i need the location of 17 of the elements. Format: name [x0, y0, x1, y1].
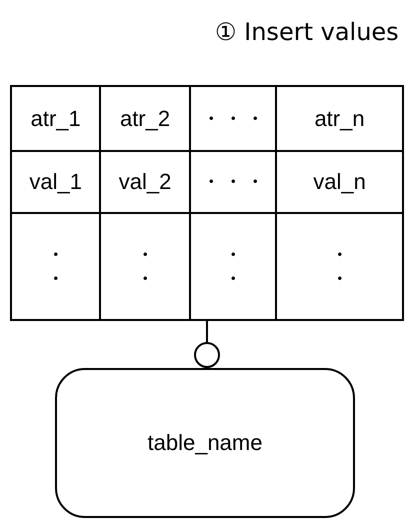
attribute-value: val_2: [118, 169, 172, 194]
node-label: table_name: [148, 430, 262, 456]
title: ① Insert values: [215, 18, 399, 46]
ellipsis-dots: ・・: [44, 242, 67, 292]
attribute-name: ・・・: [200, 106, 266, 130]
data-table: [10, 85, 404, 321]
rounded-box: [55, 368, 355, 518]
attribute-name: atr_n: [314, 106, 365, 130]
attribute-name: atr_1: [30, 106, 81, 130]
ellipsis-dots: ・・: [222, 242, 244, 292]
connector-line: [194, 321, 220, 368]
attribute-value: val_n: [313, 169, 366, 194]
attribute-name: atr_2: [120, 106, 170, 130]
attribute-value: ・・・: [200, 169, 266, 194]
attribute-value: val_1: [29, 169, 82, 194]
ellipsis-dots: ・・: [134, 242, 156, 292]
ellipsis-dots: ・・: [328, 242, 351, 292]
